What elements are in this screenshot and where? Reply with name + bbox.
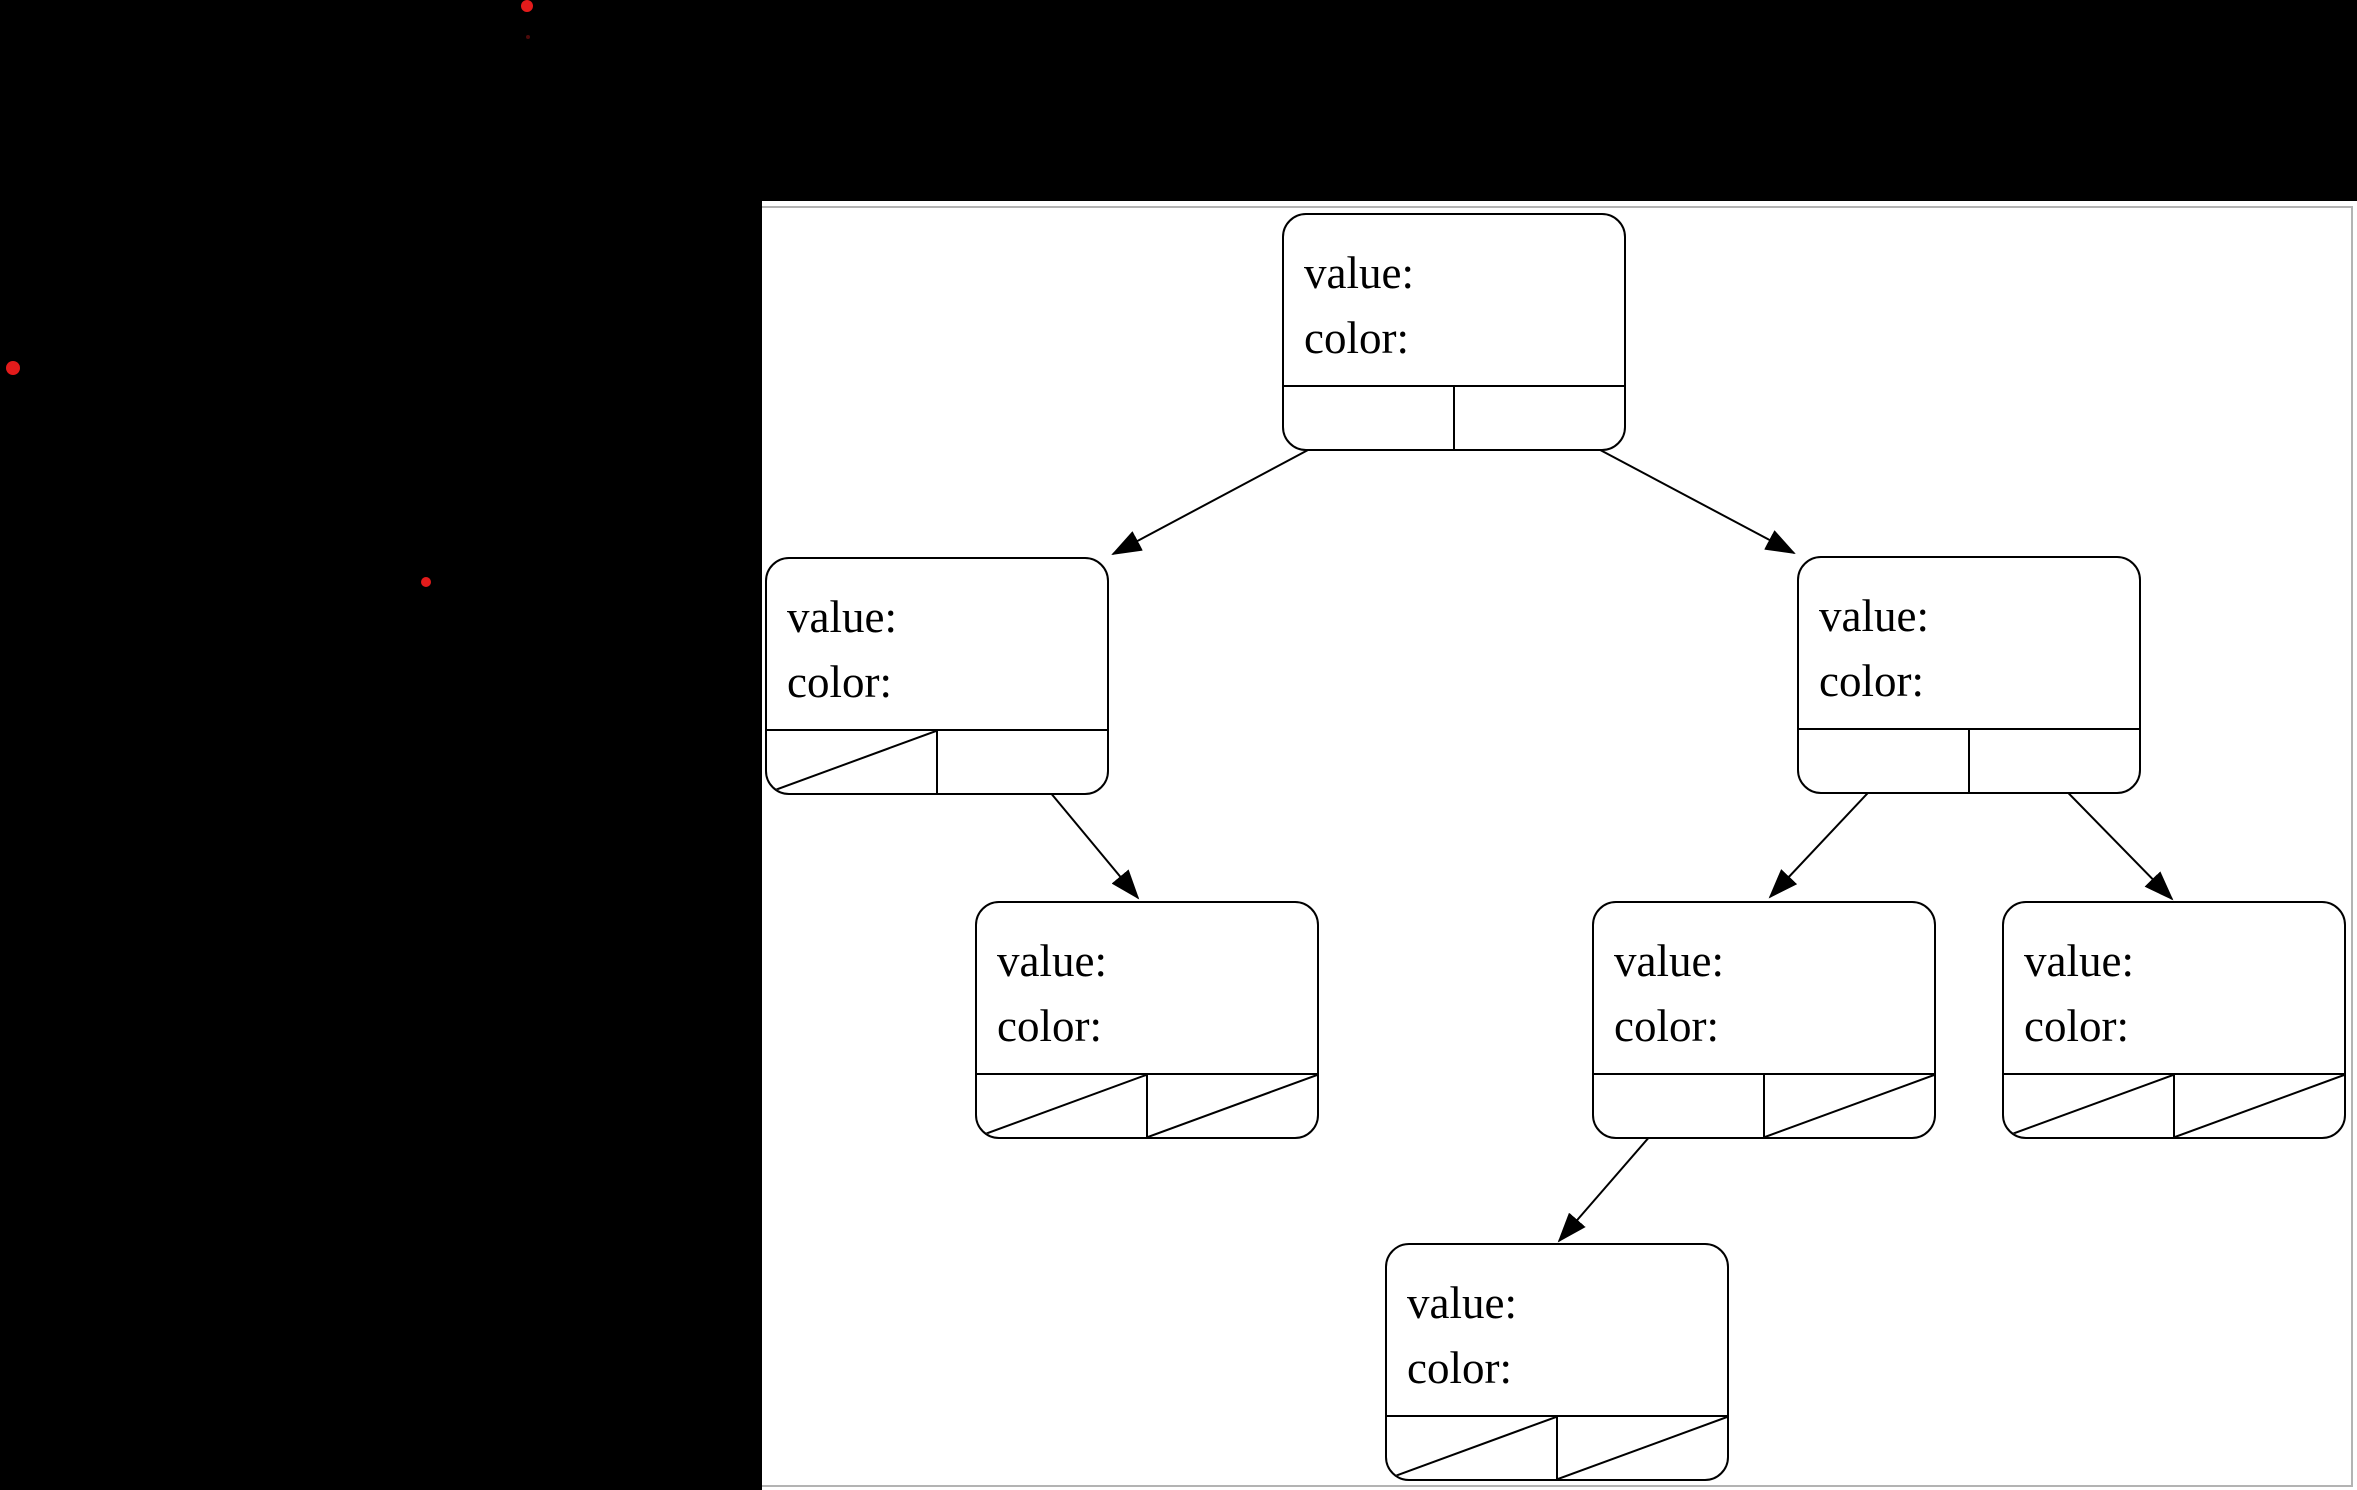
value-field-label: value: (1819, 591, 1929, 641)
pointer-row (1284, 385, 1624, 449)
tree-node-right-left-left: value: color: (1385, 1243, 1729, 1481)
value-field-label: value: (1407, 1278, 1517, 1328)
tree-node-left: value: color: (765, 557, 1109, 795)
node-fields: value: color: (767, 559, 1107, 715)
right-pointer-cell (1765, 1075, 1934, 1137)
null-slash-icon (2004, 1075, 2173, 1137)
node-fields: value: color: (977, 903, 1317, 1059)
pointer-row (1594, 1073, 1934, 1137)
left-pointer-cell (977, 1075, 1148, 1137)
pointer-row (767, 729, 1107, 793)
left-pointer-cell (1799, 730, 1970, 792)
pointer-row (1799, 728, 2139, 792)
right-pointer-cell (1148, 1075, 1317, 1137)
tree-node-root: value: color: (1282, 213, 1626, 451)
node-fields: value: color: (1799, 558, 2139, 714)
color-field-label: color: (997, 1001, 1102, 1051)
value-field-label: value: (1304, 248, 1414, 298)
tree-node-right: value: color: (1797, 556, 2141, 794)
null-slash-icon (1765, 1075, 1934, 1137)
right-pointer-cell (1558, 1417, 1727, 1479)
color-field-label: color: (1819, 656, 1924, 706)
value-field-label: value: (2024, 936, 2134, 986)
tree-node-left-right: value: color: (975, 901, 1319, 1139)
node-fields: value: color: (1594, 903, 1934, 1059)
pointer-row (1387, 1415, 1727, 1479)
color-field-label: color: (1304, 313, 1409, 363)
pointer-row (2004, 1073, 2344, 1137)
left-pointer-cell (2004, 1075, 2175, 1137)
right-pointer-cell (1455, 387, 1624, 449)
right-pointer-cell (1970, 730, 2139, 792)
pointer-row (977, 1073, 1317, 1137)
right-pointer-cell (938, 731, 1107, 793)
value-field-label: value: (1614, 936, 1724, 986)
red-dot (526, 35, 530, 39)
color-field-label: color: (1407, 1343, 1512, 1393)
red-dot (6, 361, 20, 375)
null-slash-icon (1387, 1417, 1556, 1479)
left-pointer-cell (1284, 387, 1455, 449)
color-field-label: color: (787, 657, 892, 707)
tree-node-right-right: value: color: (2002, 901, 2346, 1139)
left-pointer-cell (767, 731, 938, 793)
red-dot (521, 0, 533, 12)
null-slash-icon (1148, 1075, 1317, 1137)
color-field-label: color: (1614, 1001, 1719, 1051)
right-pointer-cell (2175, 1075, 2344, 1137)
null-slash-icon (977, 1075, 1146, 1137)
red-dot (421, 577, 431, 587)
node-fields: value: color: (1387, 1245, 1727, 1401)
null-slash-icon (767, 731, 936, 793)
value-field-label: value: (787, 592, 897, 642)
node-fields: value: color: (1284, 215, 1624, 371)
value-field-label: value: (997, 936, 1107, 986)
null-slash-icon (2175, 1075, 2344, 1137)
left-pointer-cell (1594, 1075, 1765, 1137)
null-slash-icon (1558, 1417, 1727, 1479)
node-fields: value: color: (2004, 903, 2344, 1059)
left-pointer-cell (1387, 1417, 1558, 1479)
color-field-label: color: (2024, 1001, 2129, 1051)
tree-node-right-left: value: color: (1592, 901, 1936, 1139)
canvas-inner-border (762, 206, 2353, 1487)
